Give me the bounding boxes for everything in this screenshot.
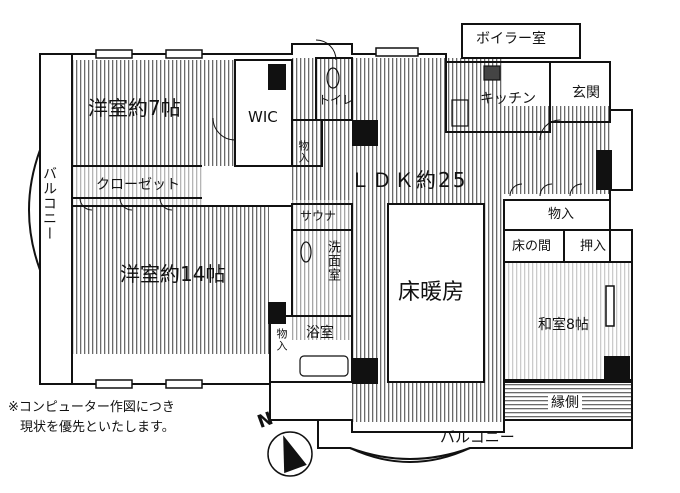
room-label-storage-1: 物入 bbox=[297, 140, 310, 164]
bathroom-wall bbox=[269, 315, 353, 383]
door-swing-ldk-3 bbox=[569, 183, 583, 197]
room-label-toilet: トイレ bbox=[318, 93, 355, 107]
room-label-entrance: 玄関 bbox=[572, 85, 600, 101]
storage-wall bbox=[291, 119, 323, 167]
doors bbox=[79, 39, 583, 211]
note-line-2: 現状を優先といたします。 bbox=[20, 420, 175, 435]
disclaimer-note: ※コンピューター作図につき 現状を優先といたします。 bbox=[8, 398, 175, 438]
pillar-5 bbox=[604, 356, 630, 382]
door-swing-wic bbox=[212, 117, 236, 141]
pillar-6 bbox=[596, 150, 612, 190]
door-swing-entrance bbox=[539, 119, 561, 141]
compass-needle bbox=[283, 435, 307, 474]
room-label-bathroom: 浴室 bbox=[306, 325, 334, 341]
door-swing-toilet bbox=[315, 39, 337, 61]
room-label-storage-big: 物入 bbox=[548, 207, 575, 222]
western-room-7-floor bbox=[72, 60, 235, 166]
pillar-3 bbox=[268, 302, 286, 324]
entrance-wall bbox=[549, 61, 611, 123]
window-6 bbox=[605, 285, 615, 327]
pillar-2 bbox=[352, 120, 378, 146]
toilet-bowl bbox=[326, 67, 340, 89]
stove bbox=[483, 65, 501, 81]
wic-wall bbox=[234, 59, 293, 167]
compass-circle bbox=[267, 431, 313, 477]
room-label-sauna: サウナ bbox=[300, 209, 337, 223]
room-label-storage-2: 物入 bbox=[275, 328, 288, 352]
room-label-western-7: 洋室約7帖 bbox=[88, 96, 181, 120]
kitchen-sink bbox=[451, 99, 469, 127]
door-swing-ldk-2 bbox=[539, 183, 553, 197]
room-label-balcony-south: バルコニー bbox=[440, 428, 515, 446]
toilet-wall bbox=[315, 57, 353, 121]
room-label-oshiire: 押入 bbox=[580, 239, 607, 254]
pillar-4 bbox=[352, 358, 378, 384]
door-swing-ldk-1 bbox=[509, 183, 523, 197]
engawa-wall bbox=[503, 381, 633, 421]
windows bbox=[95, 47, 615, 389]
boiler-room-wall bbox=[461, 23, 581, 59]
room-label-floor-heating: 床暖房 bbox=[398, 280, 465, 305]
room-label-tokonoma: 床の間 bbox=[512, 239, 552, 254]
window-3 bbox=[375, 47, 419, 57]
window-4 bbox=[95, 379, 133, 389]
note-line-1: ※コンピューター作図につき bbox=[8, 400, 175, 415]
room-label-western-14: 洋室約14帖 bbox=[120, 262, 226, 286]
compass bbox=[267, 431, 313, 477]
door-swing-closet-3 bbox=[159, 197, 173, 211]
balcony-west-curve bbox=[28, 149, 41, 271]
room-label-engawa: 縁側 bbox=[548, 396, 582, 410]
closet-floor bbox=[72, 166, 202, 206]
pillar-1 bbox=[268, 64, 286, 90]
entrance-floor bbox=[504, 106, 610, 194]
washbasin bbox=[300, 241, 312, 263]
room-label-japanese: 和室8帖 bbox=[538, 317, 589, 333]
western-room-14-floor bbox=[72, 206, 269, 354]
walls bbox=[28, 23, 633, 463]
room-label-wic: WIC bbox=[248, 108, 278, 126]
door-swing-closet-2 bbox=[119, 197, 133, 211]
balcony-south-curve bbox=[349, 447, 471, 460]
floor-heating-area bbox=[387, 203, 485, 383]
room-label-kitchen: キッチン bbox=[480, 91, 536, 107]
room-label-washroom: 洗面室 bbox=[325, 240, 340, 282]
bathtub bbox=[299, 355, 349, 377]
japanese-room-wall bbox=[503, 229, 633, 381]
room-label-closet: クローゼット bbox=[96, 177, 180, 193]
fixtures bbox=[299, 65, 501, 377]
pillars bbox=[268, 64, 630, 384]
balcony-west-outline bbox=[39, 53, 72, 385]
room-label-boiler: ボイラー室 bbox=[476, 31, 546, 47]
window-2 bbox=[165, 49, 203, 59]
door-swing-closet-1 bbox=[79, 197, 93, 211]
room-label-ldk: ＬＤＫ約25 bbox=[350, 168, 468, 192]
window-1 bbox=[95, 49, 133, 59]
window-5 bbox=[165, 379, 203, 389]
room-label-balcony-west: バルコニー bbox=[41, 166, 57, 241]
